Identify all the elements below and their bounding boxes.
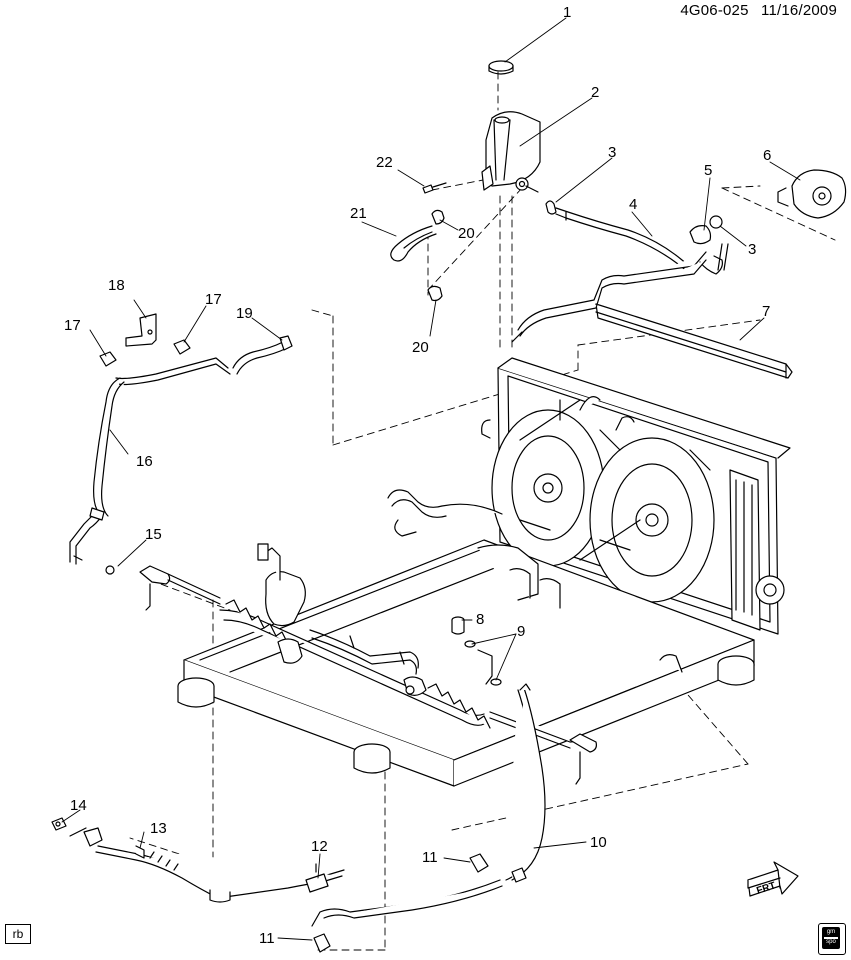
callout-2: 2: [591, 84, 599, 101]
fluid-reservoir: [481, 111, 541, 193]
leader-lines: [61, 17, 801, 941]
return-hose: [390, 225, 437, 262]
callout-17-right: 17: [205, 291, 222, 308]
reservoir-cap: [488, 60, 514, 75]
callout-6: 6: [763, 147, 771, 164]
pipe-clip-17-right: [173, 339, 191, 355]
radiator-fan-module: [481, 357, 791, 635]
callout-18: 18: [108, 277, 125, 294]
callout-11-upper: 11: [422, 849, 438, 866]
callout-5: 5: [704, 162, 712, 179]
callout-20-upper: 20: [458, 225, 475, 242]
callout-15: 15: [145, 526, 162, 543]
pressure-hose: [311, 683, 546, 927]
lower-cooler-pipe: [69, 827, 345, 903]
callout-17-left: 17: [64, 317, 81, 334]
callout-3-upper: 3: [608, 144, 616, 161]
o-ring-seal: [709, 215, 723, 229]
pipe-bolt-14: [51, 817, 67, 831]
callout-3-lower: 3: [748, 241, 756, 258]
callout-14: 14: [70, 797, 87, 814]
callout-11-lower: 11: [259, 930, 275, 947]
callout-4: 4: [629, 196, 637, 213]
callout-1: 1: [563, 4, 571, 21]
callout-13: 13: [150, 820, 167, 837]
supply-hose: [545, 200, 729, 275]
callout-7: 7: [762, 303, 770, 320]
callout-10: 10: [590, 834, 607, 851]
logo-text-top: gm: [826, 929, 836, 935]
steering-gear: [219, 543, 491, 729]
fluid-cooler: [511, 251, 793, 379]
power-steering-pump: [777, 169, 847, 219]
callout-21: 21: [350, 205, 367, 222]
figure-date: 11/16/2009: [761, 2, 837, 19]
callout-19: 19: [236, 305, 253, 322]
gm-spo-logo: gm spo: [818, 923, 846, 955]
callout-8: 8: [476, 611, 484, 628]
callout-numbers: 1 2 3 3 4 5 6 7 8 9 10 11 11 12 13 14 15…: [64, 4, 771, 947]
callout-12: 12: [311, 838, 328, 855]
return-pipe: [69, 341, 288, 565]
logo-text-bottom: spo: [826, 939, 836, 945]
drafter-initials-box: rb: [5, 924, 31, 944]
pipe-clip-11-upper: [469, 853, 489, 873]
pipe-clip-17-left: [99, 351, 117, 367]
figure-header: 4G06-025 11/16/2009: [672, 2, 837, 19]
hose-clamp-upper: [431, 209, 445, 225]
callout-9: 9: [517, 623, 525, 640]
callout-16: 16: [136, 453, 153, 470]
hose-clamp-19: [279, 335, 293, 351]
pipe-bracket: [125, 313, 157, 347]
figure-code: 4G06-025: [680, 2, 749, 19]
callout-22: 22: [376, 154, 393, 171]
callout-20-lower: 20: [412, 339, 429, 356]
pipe-clip-11-lower: [313, 933, 331, 953]
reservoir-bolt: [422, 182, 447, 194]
front-direction-arrow: [747, 861, 799, 897]
outer-tie-rod-left: [105, 565, 221, 611]
hose-clamp-lower: [427, 285, 443, 302]
